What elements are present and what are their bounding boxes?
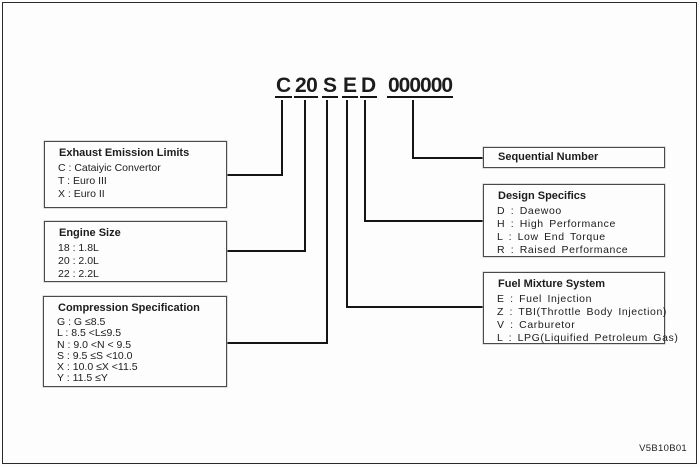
connector-elbow-fuel (346, 306, 483, 308)
connector-line-sequential (412, 100, 414, 159)
legend-item: E : Fuel Injection (497, 293, 593, 305)
legend-item: T : Euro III (58, 175, 107, 187)
legend-item: N : 9.0 <N < 9.5 (57, 338, 132, 351)
compression-specification-box: Compression Specification G : G ≤8.5 L :… (43, 296, 227, 387)
legend-item: L : LPG(Liquified Petroleum Gas) (497, 332, 679, 344)
connector-elbow-emission (227, 174, 283, 176)
legend-item: L : 8.5 <L≤9.5 (57, 327, 122, 340)
document-code: V5B10B01 (639, 443, 687, 454)
connector-elbow-compression (227, 342, 328, 344)
code-segment-compression: S (322, 74, 338, 98)
legend-item: S : 9.5 ≤S <10.0 (57, 349, 133, 362)
legend-item: G : G ≤8.5 (57, 316, 106, 328)
code-segment-sequential: 000000 (387, 74, 453, 98)
legend-item: 20 : 2.0L (58, 255, 99, 267)
legend-item: R : Raised Performance (497, 244, 629, 256)
connector-line-engine-size (304, 100, 306, 252)
design-specifics-title: Design Specifics (498, 190, 587, 202)
compression-specification-title: Compression Specification (58, 302, 200, 314)
fuel-mixture-system-title: Fuel Mixture System (498, 278, 605, 290)
legend-item: C : Cataiyic Convertor (58, 162, 161, 174)
legend-item: V : Carburetor (497, 319, 576, 331)
sequential-number-title: Sequential Number (498, 151, 599, 163)
connector-line-compression (326, 100, 328, 344)
design-specifics-box: Design Specifics D : Daewoo H : High Per… (483, 184, 665, 257)
legend-item: 22 : 2.2L (58, 268, 99, 280)
code-segment-design: D (360, 74, 377, 98)
exhaust-emission-limits-box: Exhaust Emission Limits C : Cataiyic Con… (44, 141, 227, 208)
legend-item: X : Euro II (58, 188, 105, 200)
exhaust-emission-limits-title: Exhaust Emission Limits (59, 147, 190, 159)
connector-elbow-design (364, 220, 483, 222)
engine-size-box: Engine Size 18 : 1.8L 20 : 2.0L 22 : 2.2… (44, 221, 227, 282)
connector-elbow-sequential (412, 157, 483, 159)
code-segment-fuel: E (342, 74, 358, 98)
code-segment-emission: C (275, 74, 292, 98)
fuel-mixture-system-box: Fuel Mixture System E : Fuel Injection Z… (483, 272, 679, 344)
connector-line-design (364, 100, 366, 222)
sequential-number-box: Sequential Number (483, 147, 665, 168)
legend-item: L : Low End Torque (497, 231, 606, 243)
engine-size-title: Engine Size (59, 227, 121, 239)
legend-item: X : 10.0 ≤X <11.5 (57, 361, 138, 374)
connector-elbow-engine-size (227, 250, 306, 252)
connector-line-fuel (346, 100, 348, 308)
legend-item: Z : TBI(Throttle Body Injection) (497, 306, 667, 318)
legend-item: 18 : 1.8L (58, 242, 99, 254)
connector-line-emission (281, 100, 283, 176)
legend-item: Y : 11.5 ≤Y (57, 372, 108, 385)
legend-item: D : Daewoo (497, 205, 562, 217)
code-segment-engine-size: 20 (294, 74, 319, 98)
legend-item: H : High Performance (497, 218, 616, 230)
